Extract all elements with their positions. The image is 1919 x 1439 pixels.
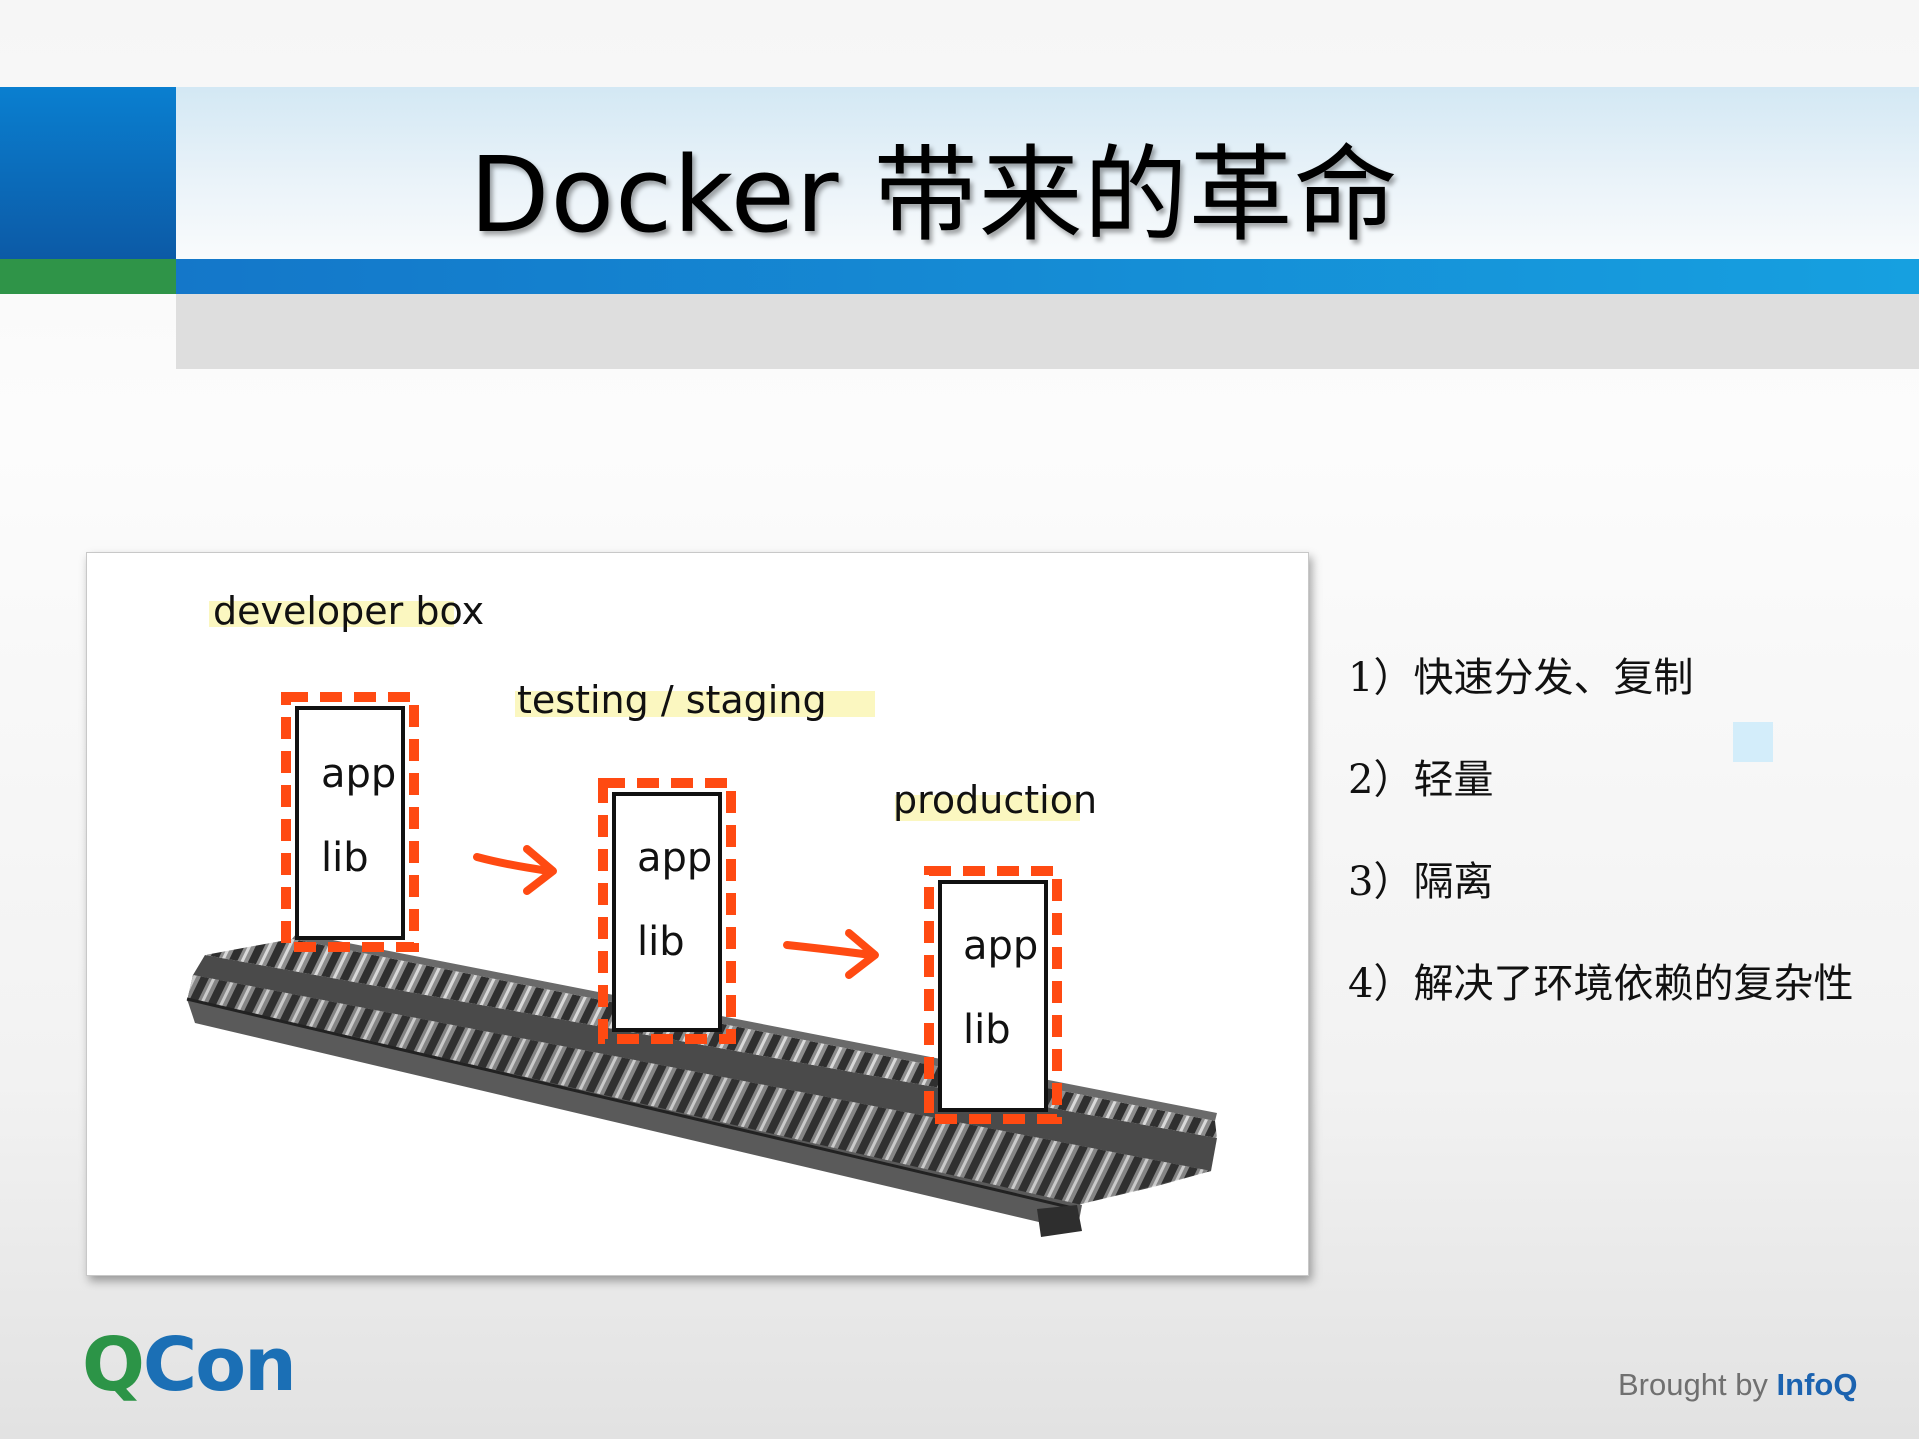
header-light-band [0,87,1919,259]
stage-label-production: production [893,778,1097,822]
arrow-1 [473,845,557,895]
container-box [612,792,722,1032]
box-text-lib: lib [321,835,369,881]
box-text-lib: lib [963,1007,1011,1053]
box-text-lib: lib [637,919,685,965]
header-blue-bar [176,259,1919,294]
slide-title: Docker 带来的革命 [469,133,1399,256]
benefit-item: 3）隔离 [1348,859,1494,905]
credit-prefix: Brought by [1618,1367,1777,1402]
benefits-list: 1）快速分发、复制 2）轻量 3）隔离 4）解决了环境依赖的复杂性 [1348,640,1908,1048]
logo-con-text: Con [142,1322,297,1408]
logo-q-letter: Q [82,1322,145,1408]
stage-testing-staging: testing / staging app lib [515,678,875,1044]
benefit-item: 4）解决了环境依赖的复杂性 [1348,961,1854,1007]
dashed-container-border [281,692,419,952]
box-text-app: app [963,923,1038,969]
dashed-container-border [924,866,1062,1124]
pipeline-illustration: developer box app lib testing / staging … [186,589,1217,1237]
box-text-app: app [637,835,712,881]
qcon-logo: QCon [82,1328,297,1402]
footer-credit: Brought by InfoQ [1618,1367,1857,1403]
header-blue-block [0,87,176,259]
benefit-item: 1）快速分发、复制 [1348,655,1694,701]
box-text-app: app [321,751,396,797]
infoq-brand: InfoQ [1776,1367,1858,1402]
container-box [295,706,405,940]
dashed-container-border [598,778,736,1044]
stage-developer-box: developer box app lib [209,589,484,952]
stage-production: production app lib [893,778,1097,1124]
header-green-block [0,259,176,294]
arrow-2 [783,929,879,979]
benefit-item: 2）轻量 [1348,757,1494,803]
stage-label-developer-box: developer box [213,589,484,633]
conveyor-belt [186,933,1217,1237]
accent-square [1733,722,1773,762]
header-gray-bar [176,294,1919,369]
label-highlight [209,601,454,627]
docker-pipeline-figure: developer box app lib testing / staging … [86,552,1309,1276]
label-highlight [895,795,1080,821]
container-box [938,880,1048,1112]
stage-label-testing-staging: testing / staging [517,678,827,722]
label-highlight [515,691,875,717]
